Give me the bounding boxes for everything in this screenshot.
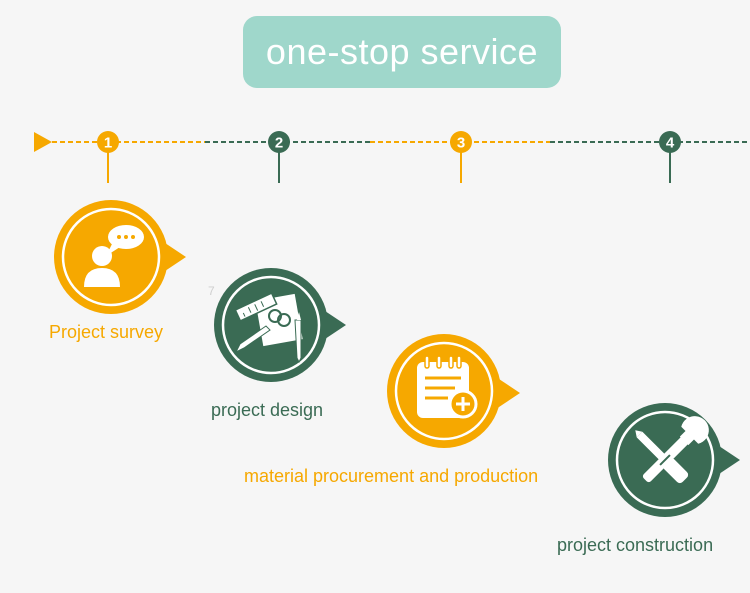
step-label-2: project design: [211, 400, 324, 420]
step-badge-3: [387, 334, 520, 448]
stray-mark: 7: [208, 284, 215, 298]
wrench-screwdriver-icon: [635, 416, 709, 484]
step-marker-2: 2: [268, 131, 290, 183]
step-number-1: 1: [104, 135, 112, 152]
step-badge-4: [608, 403, 740, 517]
step-number-4: 4: [666, 135, 675, 152]
step-marker-1: 1: [97, 131, 119, 183]
page-title: one-stop service: [265, 31, 539, 72]
person-speech-icon: [84, 225, 144, 287]
title-banner: one-stop service: [243, 16, 561, 88]
step-label-4: project construction: [557, 535, 714, 555]
step-label-3: material procurement and production: [244, 466, 539, 486]
step-number-2: 2: [275, 135, 283, 152]
drawing-tools-icon: [234, 292, 303, 364]
step-marker-4: 4: [659, 131, 681, 183]
step-label-1: Project survey: [49, 322, 164, 342]
step-number-3: 3: [457, 135, 465, 152]
step-badge-2: [214, 268, 346, 382]
notepad-plus-icon: [417, 355, 478, 419]
step-badge-1: [54, 200, 186, 314]
timeline-start-arrow: [34, 132, 52, 152]
step-marker-3: 3: [450, 131, 472, 183]
